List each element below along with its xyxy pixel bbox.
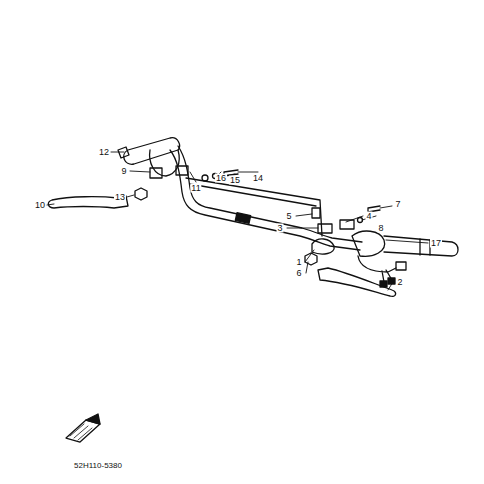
callout-number: 14: [252, 174, 264, 183]
switch-housing: [352, 231, 385, 256]
callout-number: 4: [365, 212, 372, 221]
holder: [176, 166, 188, 175]
callout-number: 7: [394, 200, 401, 209]
connector: [396, 262, 406, 270]
clamp: [318, 224, 332, 233]
callout-number: 8: [377, 224, 384, 233]
callout-number: 2: [396, 278, 403, 287]
callout-number: 5: [285, 212, 292, 221]
throttle-housing: [150, 150, 180, 176]
bolt: [312, 208, 320, 218]
callout-number: 9: [120, 167, 127, 176]
handlebar-tube: [170, 150, 360, 250]
callout-number: 15: [229, 176, 241, 185]
leader-lines: [47, 152, 428, 290]
lever-holder: [312, 239, 334, 254]
callout-number: 16: [215, 174, 227, 183]
front-arrow-icon: [66, 414, 100, 442]
callout-number: 6: [295, 269, 302, 278]
cross-brace: [186, 178, 322, 236]
cap: [118, 147, 129, 158]
bar-mark: [235, 213, 250, 224]
callout-number: 11: [190, 184, 201, 193]
handlebar-tube: [178, 146, 362, 242]
cable-fitting: [150, 168, 162, 178]
grip-band: [420, 239, 430, 255]
callout-number: 1: [295, 258, 302, 267]
washer: [202, 175, 208, 181]
callout-number: 12: [98, 148, 110, 157]
callout-number: 13: [114, 193, 126, 202]
callout-number: 10: [34, 201, 46, 210]
lever: [318, 268, 396, 296]
callout-number: 3: [276, 224, 283, 233]
left-grip: [124, 138, 180, 164]
drawing-code: 52H110-5380: [73, 462, 123, 470]
connector: [388, 278, 395, 284]
nut: [135, 188, 147, 200]
callout-number: 17: [430, 239, 442, 248]
right-grip: [384, 236, 458, 256]
